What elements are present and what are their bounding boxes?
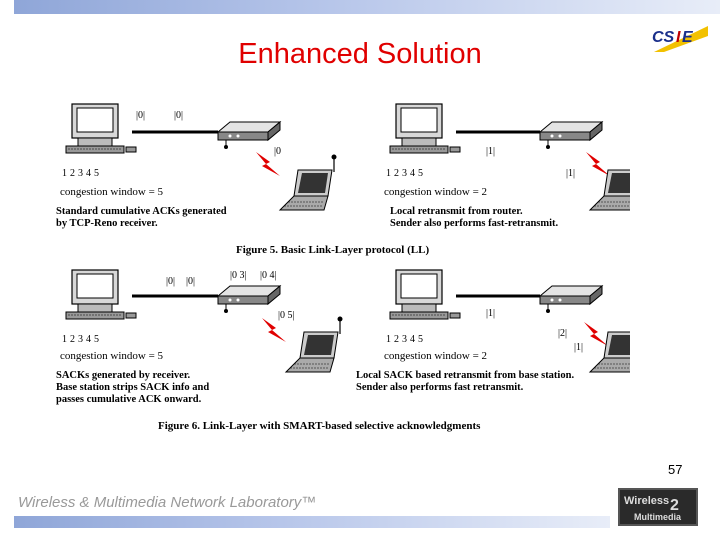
ack-packet: |0|: [166, 276, 176, 287]
network-diagrams: [65, 103, 630, 373]
svg-text:Wireless: Wireless: [624, 495, 669, 507]
description-line: SACKs generated by receiver.: [56, 370, 191, 381]
slide-title: Enhanced Solution: [238, 38, 482, 70]
slide-number: 57: [668, 462, 683, 477]
description-line: passes cumulative ACK onward.: [56, 394, 202, 405]
wireless-packet: |1|: [566, 168, 576, 179]
sack-packet: |0 4|: [260, 270, 277, 281]
description-line: Sender also performs fast-retransmit.: [390, 218, 559, 229]
description-line: Sender also performs fast retransmit.: [356, 382, 524, 393]
wireless-packet: |0: [274, 146, 282, 157]
bottom-gradient-band: [14, 516, 610, 528]
sack-packet: |0 3|: [230, 270, 247, 281]
ack-packet: |0|: [174, 110, 184, 121]
wired-packet: |1|: [486, 308, 496, 319]
congestion-window-label: congestion window = 5: [60, 186, 164, 198]
congestion-window-label: congestion window = 2: [384, 350, 488, 362]
sender-buffer: 12345: [62, 334, 102, 345]
figure6-caption: Figure 6. Link-Layer with SMART-based se…: [158, 420, 481, 432]
svg-text:I: I: [676, 29, 681, 46]
sender-buffer: 12345: [62, 168, 102, 179]
description-line: by TCP-Reno receiver.: [56, 218, 158, 229]
sender-buffer: 12345: [386, 168, 426, 179]
footer-lab-name: Wireless & Multimedia Network Laboratory…: [18, 494, 317, 511]
csie-logo: CS I E: [652, 26, 708, 52]
wireless-packet: |1|: [574, 342, 584, 353]
fig6-left-network: [65, 269, 344, 373]
ack-packet: |0|: [136, 110, 146, 121]
svg-text:CS: CS: [652, 29, 675, 46]
svg-text:2: 2: [670, 497, 679, 514]
congestion-window-label: congestion window = 5: [60, 350, 164, 362]
figure5-caption: Figure 5. Basic Link-Layer protocol (LL): [236, 244, 430, 256]
fig5-left-network: [65, 103, 338, 211]
wireless-packet: |0 5|: [278, 310, 295, 321]
fig6-right-network: [389, 269, 630, 373]
top-gradient-band: [14, 0, 720, 14]
sender-buffer: 12345: [386, 334, 426, 345]
description-line: Local retransmit from router.: [390, 206, 523, 217]
ack-packet: |0|: [186, 276, 196, 287]
wired-packet: |1|: [486, 146, 496, 157]
description-line: Base station strips SACK info and: [56, 382, 210, 393]
wireless-packet: |2|: [558, 328, 568, 339]
svg-text:E: E: [682, 29, 694, 46]
description-line: Standard cumulative ACKs generated: [56, 206, 227, 217]
fig5-right-network: [389, 103, 630, 211]
figure-area: |0| |0| |0 12345 congestion window = 5 S…: [50, 100, 630, 440]
congestion-window-label: congestion window = 2: [384, 186, 488, 198]
description-line: Local SACK based retransmit from base st…: [356, 370, 575, 381]
wireless-multimedia-logo: Wireless 2 Multimedia: [618, 488, 698, 526]
svg-text:Multimedia: Multimedia: [634, 512, 682, 522]
